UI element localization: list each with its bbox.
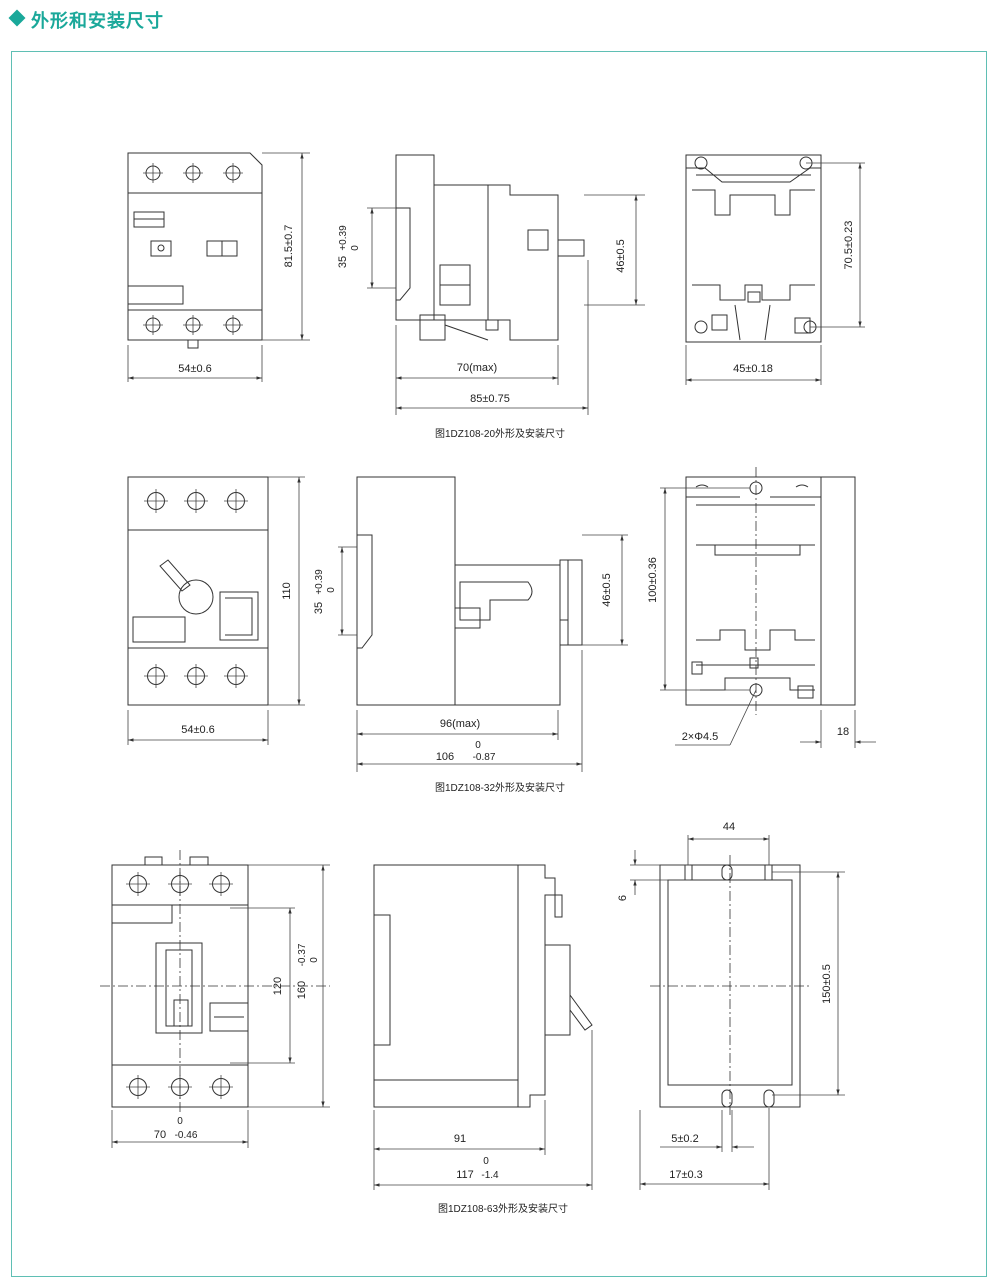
fig2-back-view: 100±0.36 2×Φ4.5 18 bbox=[647, 467, 876, 748]
dim-fig3-back-5: 5±0.2 bbox=[671, 1133, 698, 1145]
dim-fig1-side-85: 85±0.75 bbox=[470, 393, 510, 405]
dim-fig1-front-width: 54±0.6 bbox=[178, 363, 212, 375]
dim-fig2-side-106-upper: 0 bbox=[475, 740, 481, 751]
dim-fig2-back-height: 100±0.36 bbox=[647, 557, 659, 603]
dim-fig3-back-6: 6 bbox=[617, 895, 629, 901]
fig2-front-view: 54±0.6 110 bbox=[127, 476, 305, 745]
dim-fig2-back-hole: 2×Φ4.5 bbox=[682, 731, 719, 743]
dim-fig3-back-17: 17±0.3 bbox=[669, 1169, 703, 1181]
dim-fig1-front-height: 81.5±0.7 bbox=[283, 225, 295, 268]
dim-fig1-back-width: 45±0.18 bbox=[733, 363, 773, 375]
dim-fig3-front-160-lower: 0 bbox=[309, 957, 320, 963]
dim-fig3-front-160-main: 160 bbox=[296, 981, 308, 999]
dim-fig1-rail-main: 35 bbox=[337, 256, 349, 268]
section-header: 外形和安装尺寸 bbox=[0, 0, 1000, 40]
dim-fig1-side-70: 70(max) bbox=[457, 362, 497, 374]
fig2-caption: 图1DZ108-32外形及安装尺寸 bbox=[435, 781, 565, 794]
dim-fig2-side-106-lower: -0.87 bbox=[473, 752, 496, 763]
dim-fig2-front-width: 54±0.6 bbox=[181, 724, 215, 736]
figure-3: 120 160 -0.37 0 70 0 -0.46 bbox=[100, 821, 845, 1215]
dim-fig3-front-70-lower: -0.46 bbox=[175, 1130, 198, 1141]
dim-fig3-front-120: 120 bbox=[272, 977, 284, 995]
dim-fig2-back-18: 18 bbox=[837, 726, 849, 738]
fig2-side-view: 35 +0.39 0 46±0.5 96(max) 106 0 -0.87 bbox=[313, 476, 628, 772]
fig1-caption: 图1DZ108-20外形及安装尺寸 bbox=[435, 427, 565, 440]
dim-fig2-rail-upper: +0.39 bbox=[314, 569, 325, 595]
dim-fig1-back-height: 70.5±0.23 bbox=[843, 221, 855, 270]
dim-fig3-back-150: 150±0.5 bbox=[821, 964, 833, 1004]
fig3-back-view: 44 6 150±0.5 5±0.2 17±0.3 bbox=[617, 821, 845, 1190]
figure-2: 54±0.6 110 35 +0.39 0 46±0.5 bbox=[127, 467, 876, 794]
fig3-front-view: 120 160 -0.37 0 70 0 -0.46 bbox=[100, 850, 330, 1148]
fig3-side-view: 91 117 0 -1.4 bbox=[373, 864, 593, 1190]
dim-fig3-back-44: 44 bbox=[723, 821, 735, 833]
dim-fig3-side-91: 91 bbox=[454, 1133, 466, 1145]
figure-1: 54±0.6 81.5±0.7 35 +0.39 0 bbox=[127, 152, 865, 440]
dim-fig3-side-117-lower: -1.4 bbox=[481, 1170, 499, 1181]
fig1-back-view: 70.5±0.23 45±0.18 bbox=[685, 154, 865, 385]
dim-fig3-front-70-upper: 0 bbox=[177, 1116, 183, 1127]
fig1-side-view: 35 +0.39 0 46±0.5 70(max) 85±0.75 bbox=[337, 154, 645, 415]
drawing-frame bbox=[11, 51, 987, 1277]
dim-fig3-front-160-upper: -0.37 bbox=[297, 943, 308, 966]
fig1-front-view: 54±0.6 81.5±0.7 bbox=[127, 152, 310, 382]
section-title: 外形和安装尺寸 bbox=[31, 11, 164, 31]
fig3-caption: 图1DZ108-63外形及安装尺寸 bbox=[438, 1202, 568, 1215]
dim-fig1-rail-lower: 0 bbox=[350, 245, 361, 251]
dim-fig3-side-117-main: 117 bbox=[456, 1169, 474, 1181]
dim-fig2-side-96: 96(max) bbox=[440, 718, 480, 730]
dim-fig2-rail-lower: 0 bbox=[326, 587, 337, 593]
dim-fig2-front-height: 110 bbox=[281, 582, 293, 600]
dim-fig2-rail-main: 35 bbox=[313, 602, 325, 614]
dim-fig1-side-46: 46±0.5 bbox=[615, 239, 627, 273]
dim-fig3-front-70-main: 70 bbox=[154, 1129, 166, 1141]
dim-fig3-side-117-upper: 0 bbox=[483, 1156, 489, 1167]
dim-fig2-side-46: 46±0.5 bbox=[601, 573, 613, 607]
dim-fig2-side-106-main: 106 bbox=[436, 751, 454, 763]
dim-fig1-rail-upper: +0.39 bbox=[338, 225, 349, 251]
